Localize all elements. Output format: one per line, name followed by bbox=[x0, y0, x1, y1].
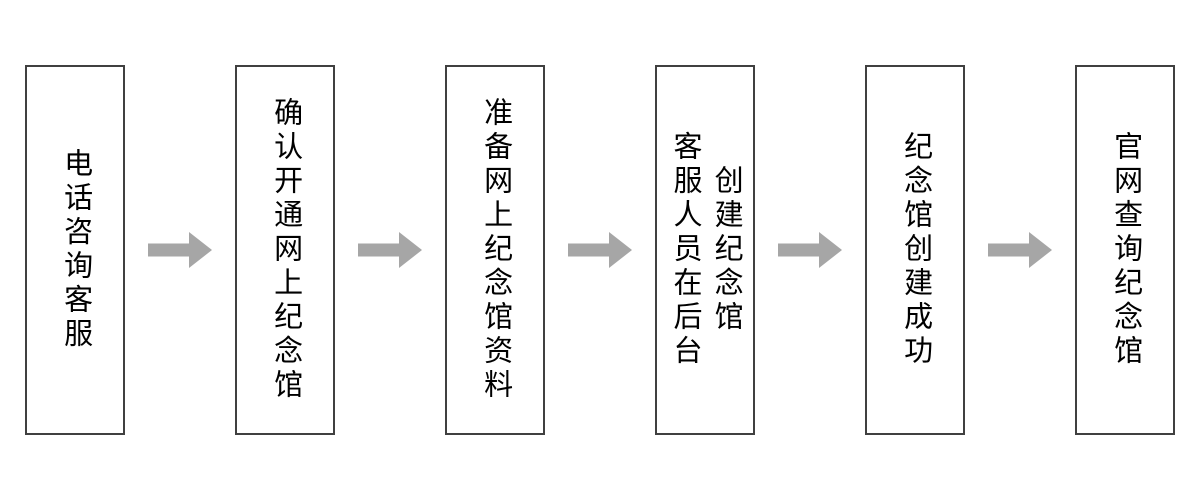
step-query-memorial-official-site: 官网查询纪念馆 bbox=[1075, 65, 1175, 435]
step-phone-consult-service: 电话咨询客服 bbox=[25, 65, 125, 435]
flow-arrow-2 bbox=[335, 65, 445, 435]
step-label: 确认开通网上纪念馆 bbox=[269, 97, 302, 403]
arrow-right-icon bbox=[778, 232, 842, 268]
flow-arrow-5 bbox=[965, 65, 1075, 435]
step-label: 准备网上纪念馆资料 bbox=[479, 97, 512, 403]
step-label: 纪念馆创建成功 bbox=[899, 131, 932, 369]
step-confirm-open-online-memorial: 确认开通网上纪念馆 bbox=[235, 65, 335, 435]
arrow-right-icon bbox=[358, 232, 422, 268]
step-staff-create-memorial-backend: 客服人员在后台 创建纪念馆 bbox=[655, 65, 755, 435]
step-label: 客服人员在后台 创建纪念馆 bbox=[669, 131, 743, 369]
arrow-right-icon bbox=[568, 232, 632, 268]
memorial-creation-flowchart: 电话咨询客服 确认开通网上纪念馆 准备网上纪念馆资料 客服人员在后台 创建纪念馆 bbox=[25, 65, 1175, 435]
flow-arrow-1 bbox=[125, 65, 235, 435]
step-prepare-memorial-materials: 准备网上纪念馆资料 bbox=[445, 65, 545, 435]
arrow-right-icon bbox=[988, 232, 1052, 268]
step-label: 官网查询纪念馆 bbox=[1109, 131, 1142, 369]
flow-arrow-4 bbox=[755, 65, 865, 435]
flow-arrow-3 bbox=[545, 65, 655, 435]
step-memorial-created-success: 纪念馆创建成功 bbox=[865, 65, 965, 435]
arrow-right-icon bbox=[148, 232, 212, 268]
step-label: 电话咨询客服 bbox=[59, 148, 92, 352]
